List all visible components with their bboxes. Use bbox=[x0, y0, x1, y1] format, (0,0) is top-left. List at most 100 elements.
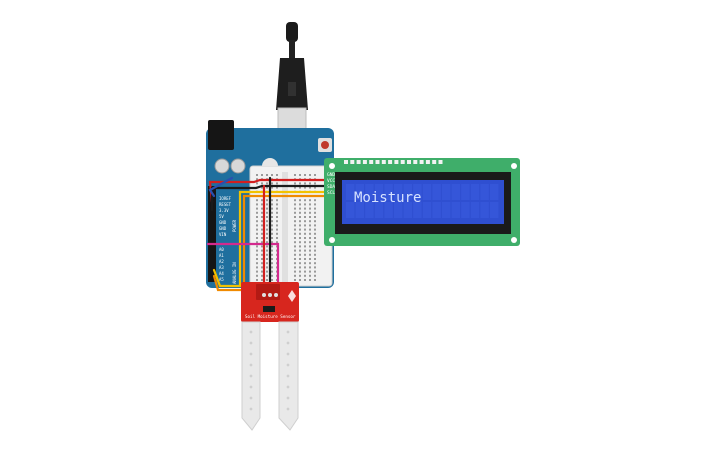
lcd-char-cell bbox=[442, 184, 451, 200]
probe-hole bbox=[249, 396, 253, 400]
capacitor bbox=[214, 158, 230, 174]
breadboard-hole bbox=[309, 174, 311, 176]
pin-label: RESET bbox=[219, 202, 232, 207]
pin-label: 5V bbox=[219, 214, 224, 219]
breadboard-hole bbox=[256, 245, 258, 248]
breadboard-hole bbox=[304, 249, 306, 252]
breadboard-hole bbox=[266, 199, 268, 202]
breadboard-hole bbox=[304, 232, 306, 235]
breadboard-hole bbox=[271, 258, 273, 260]
capacitor bbox=[230, 158, 246, 174]
lcd-header-pin bbox=[362, 160, 367, 164]
lcd-header-pin bbox=[344, 160, 348, 164]
breadboard-hole bbox=[299, 224, 301, 227]
breadboard-hole bbox=[299, 228, 301, 231]
breadboard-hole bbox=[261, 262, 263, 265]
power-pin-labels: IOREF RESET 3.3V 5V GND GND VIN bbox=[219, 196, 232, 237]
reset-button-cap[interactable] bbox=[321, 141, 329, 149]
breadboard-hole bbox=[299, 199, 301, 202]
probe-hole bbox=[249, 385, 253, 389]
breadboard-hole bbox=[294, 211, 296, 214]
lcd-header-pin bbox=[425, 160, 430, 164]
breadboard-hole bbox=[271, 207, 273, 210]
lcd-header-pin bbox=[419, 160, 424, 164]
lcd-character-grid bbox=[346, 184, 499, 218]
breadboard-hole bbox=[294, 258, 296, 260]
breadboard-hole bbox=[261, 237, 263, 239]
breadboard[interactable] bbox=[249, 158, 333, 287]
breadboard-hole bbox=[271, 262, 273, 265]
breadboard-hole bbox=[261, 174, 263, 176]
lcd-module[interactable]: GND VCC SDA SCL Moisture bbox=[324, 158, 520, 246]
lcd-char-cell bbox=[432, 184, 441, 200]
breadboard-hole bbox=[309, 266, 311, 269]
breadboard-hole bbox=[299, 241, 301, 244]
lcd-char-cell bbox=[355, 202, 364, 218]
breadboard-hole bbox=[294, 241, 296, 244]
lcd-char-cell bbox=[413, 202, 422, 218]
probe-hole bbox=[249, 363, 253, 367]
breadboard-hole bbox=[314, 182, 316, 185]
breadboard-hole bbox=[299, 245, 301, 248]
wire-blue bbox=[208, 176, 234, 198]
lcd-header-pin bbox=[369, 160, 374, 164]
breadboard-hole bbox=[309, 207, 311, 210]
breadboard-hole bbox=[309, 228, 311, 231]
breadboard-hole bbox=[304, 216, 306, 218]
breadboard-hole bbox=[256, 266, 258, 269]
lcd-char-cell bbox=[480, 202, 489, 218]
breadboard-hole bbox=[271, 220, 273, 223]
breadboard-hole bbox=[276, 211, 278, 214]
probe-hole bbox=[249, 374, 253, 378]
lcd-char-cell bbox=[403, 202, 412, 218]
breadboard-hole bbox=[271, 270, 273, 273]
breadboard-hole bbox=[314, 270, 316, 273]
breadboard-hole bbox=[276, 199, 278, 202]
breadboard-hole bbox=[271, 228, 273, 231]
lcd-char-cell bbox=[413, 184, 422, 200]
soil-moisture-sensor[interactable]: Soil Moisture Sensor bbox=[241, 282, 299, 431]
breadboard-hole bbox=[309, 279, 311, 281]
breadboard-hole bbox=[294, 186, 296, 189]
breadboard-hole bbox=[299, 258, 301, 260]
sensor-chip bbox=[263, 306, 275, 312]
breadboard-hole bbox=[309, 199, 311, 202]
breadboard-hole bbox=[266, 182, 268, 185]
pin-label: A1 bbox=[219, 253, 224, 258]
lcd-char-cell bbox=[346, 202, 355, 218]
breadboard-hole bbox=[294, 270, 296, 273]
lcd-pin-label: VCC bbox=[327, 178, 335, 184]
breadboard-hole bbox=[266, 279, 268, 281]
breadboard-hole bbox=[256, 232, 258, 235]
breadboard-hole bbox=[276, 241, 278, 244]
lcd-char-cell bbox=[470, 202, 480, 218]
breadboard-hole bbox=[314, 241, 316, 244]
breadboard-hole bbox=[256, 262, 258, 265]
breadboard-hole bbox=[266, 203, 268, 206]
breadboard-hole bbox=[261, 253, 263, 256]
breadboard-hole bbox=[261, 207, 263, 210]
breadboard-hole bbox=[299, 279, 301, 281]
probe-hole bbox=[286, 396, 290, 400]
mounting-hole bbox=[511, 163, 517, 169]
pin-label: A4 bbox=[219, 271, 224, 276]
lcd-header-pin bbox=[413, 160, 418, 164]
breadboard-hole bbox=[256, 279, 258, 281]
breadboard-hole bbox=[309, 249, 311, 252]
sensor-label: Soil Moisture Sensor bbox=[245, 314, 296, 319]
breadboard-hole bbox=[314, 262, 316, 265]
lcd-header-pin bbox=[356, 160, 361, 164]
breadboard-hole bbox=[256, 199, 258, 202]
breadboard-hole bbox=[256, 220, 258, 223]
breadboard-hole bbox=[276, 186, 278, 189]
breadboard-hole bbox=[266, 237, 268, 239]
breadboard-hole bbox=[299, 207, 301, 210]
breadboard-hole bbox=[294, 237, 296, 239]
breadboard-hole bbox=[256, 249, 258, 252]
breadboard-hole bbox=[314, 211, 316, 214]
lcd-char-cell bbox=[374, 202, 384, 218]
breadboard-hole bbox=[304, 270, 306, 273]
breadboard-hole bbox=[271, 211, 273, 214]
breadboard-hole bbox=[256, 207, 258, 210]
breadboard-hole bbox=[294, 207, 296, 210]
